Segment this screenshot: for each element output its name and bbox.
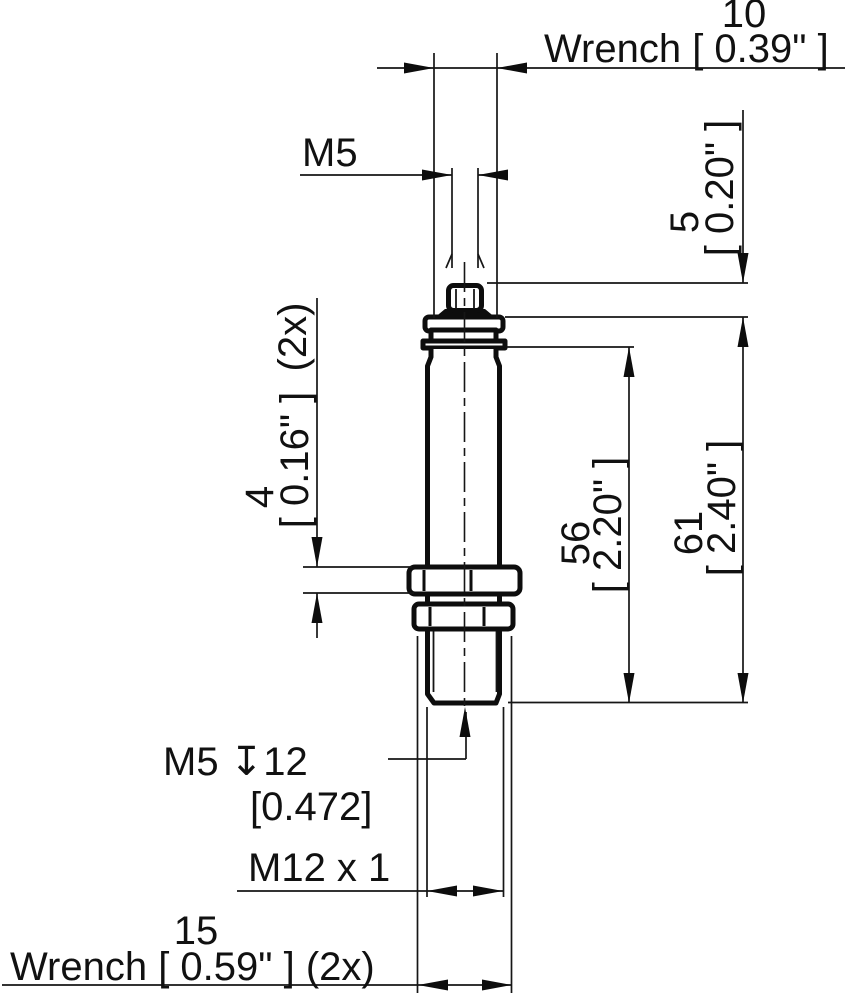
dim-wrench-bottom-text: Wrench [ 0.59" ] (2x) — [10, 945, 375, 989]
collar-band — [420, 338, 508, 351]
dim-nut-height-inches: [ 0.16" ] — [273, 392, 317, 529]
dim-wrench-bottom-number: 15 — [174, 909, 219, 953]
callout-tapped-hole: M5 ↧12 — [163, 740, 308, 784]
dim-stud-height-number: 5 — [663, 211, 707, 233]
dim-stud-height-inches: [ 0.20" ] — [698, 120, 742, 257]
part-view — [406, 262, 523, 712]
lower-hex-nut — [411, 601, 516, 632]
dim-wrench-top-number: 10 — [722, 0, 767, 36]
dim-total-length-number: 61 — [667, 511, 711, 556]
body-outline — [425, 349, 502, 706]
dimension-labels: 10 Wrench [ 0.39" ] M5 5 [ 0.20" ] 56 [ … — [10, 0, 829, 989]
dim-body-length-number: 56 — [554, 521, 598, 566]
dim-m5-label: M5 — [302, 131, 358, 175]
dim-wrench-top-text: Wrench [ 0.39" ] — [544, 27, 829, 71]
dim-nut-height-number: 4 — [238, 486, 282, 508]
dim-total-length-inches: [ 2.40" ] — [700, 440, 744, 577]
dim-thread-spec: M12 x 1 — [248, 846, 390, 890]
dimension-arrowheads — [311, 62, 749, 991]
callout-tapped-hole-inches: [0.472] — [250, 785, 372, 829]
dimension-lines — [2, 53, 845, 993]
dim-nut-height-count: (2x) — [271, 303, 315, 372]
dim-body-length-inches: [ 2.20" ] — [586, 457, 630, 594]
